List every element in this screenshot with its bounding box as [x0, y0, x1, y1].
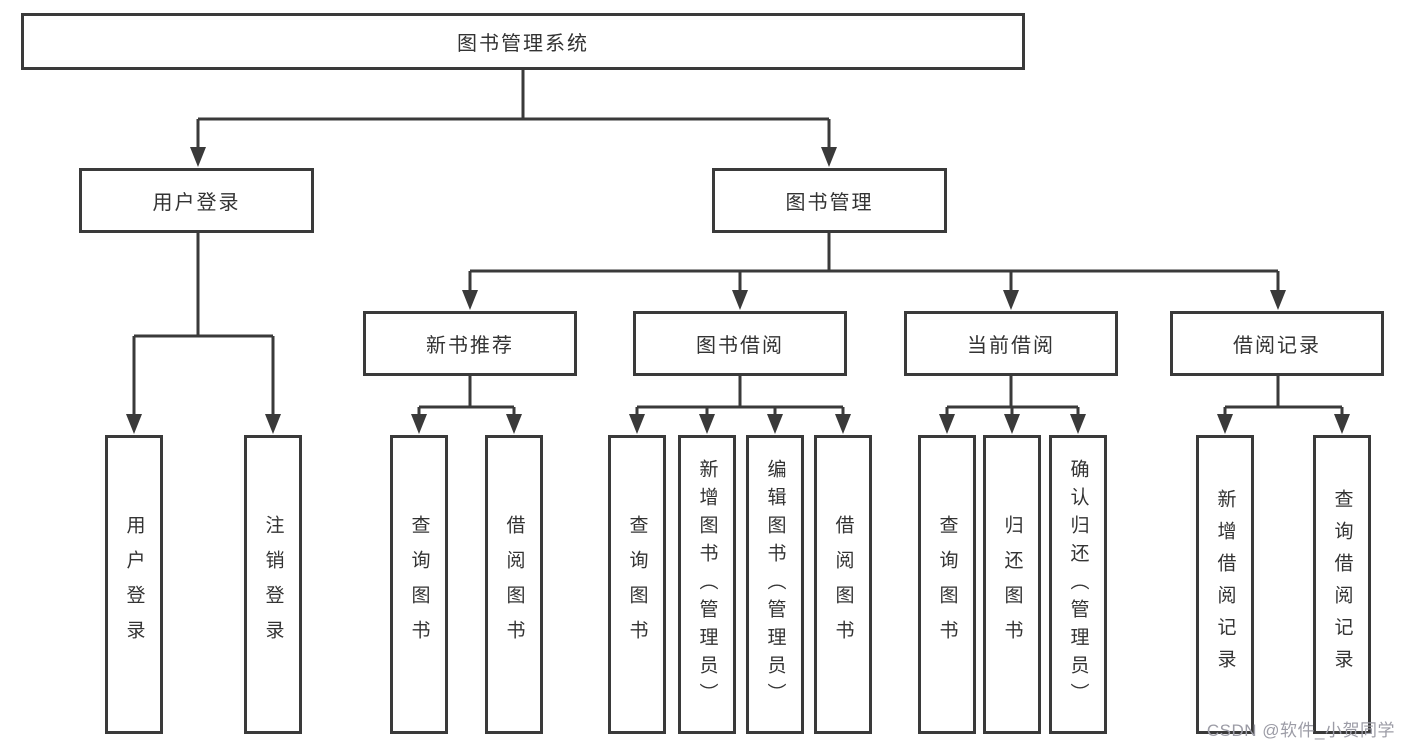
leaf-edit-books-admin: 编辑图书（管理员） — [746, 435, 804, 734]
leaf-label: 借阅图书 — [503, 514, 525, 655]
leaf-label: 归还图书 — [1001, 514, 1023, 655]
leaf-return-books: 归还图书 — [983, 435, 1041, 734]
leaf-confirm-return-admin: 确认归还（管理员） — [1049, 435, 1107, 734]
leaf-label: 编辑图书（管理员） — [764, 458, 786, 711]
node-label: 用户登录 — [152, 192, 241, 214]
leaf-query-books-borrowing: 查询图书 — [608, 435, 666, 734]
node-current-borrowing: 当前借阅 — [904, 311, 1118, 376]
leaf-borrow-books-recommend: 借阅图书 — [485, 435, 543, 734]
leaf-user-login: 用户登录 — [105, 435, 163, 734]
leaf-label: 用户登录 — [123, 514, 145, 655]
csdn-watermark: CSDN @软件_小贺同学 — [1206, 721, 1395, 740]
leaf-add-borrow-record: 新增借阅记录 — [1196, 435, 1254, 734]
node-label: 图书管理系统 — [457, 33, 589, 55]
node-label: 图书借阅 — [696, 335, 784, 357]
leaf-query-books-current: 查询图书 — [918, 435, 976, 734]
node-borrowing-records: 借阅记录 — [1170, 311, 1384, 376]
node-book-management: 图书管理 — [712, 168, 947, 233]
node-label: 借阅记录 — [1233, 335, 1321, 357]
node-library-management-system: 图书管理系统 — [21, 13, 1025, 70]
node-user-login: 用户登录 — [79, 168, 314, 233]
leaf-label: 新增借阅记录 — [1214, 488, 1236, 681]
leaf-label: 新增图书（管理员） — [696, 458, 718, 711]
node-label: 图书管理 — [785, 192, 874, 214]
leaf-label: 查询图书 — [626, 514, 648, 655]
leaf-label: 查询图书 — [408, 514, 430, 655]
leaf-add-books-admin: 新增图书（管理员） — [678, 435, 736, 734]
node-label: 新书推荐 — [426, 335, 514, 357]
leaf-label: 查询借阅记录 — [1331, 488, 1353, 681]
leaf-borrow-books: 借阅图书 — [814, 435, 872, 734]
node-new-book-recommendation: 新书推荐 — [363, 311, 577, 376]
leaf-logout: 注销登录 — [244, 435, 302, 734]
leaf-label: 确认归还（管理员） — [1067, 458, 1089, 711]
node-label: 当前借阅 — [967, 335, 1055, 357]
node-book-borrowing: 图书借阅 — [633, 311, 847, 376]
leaf-query-books-recommend: 查询图书 — [390, 435, 448, 734]
leaf-label: 借阅图书 — [832, 514, 854, 655]
leaf-query-borrow-record: 查询借阅记录 — [1313, 435, 1371, 734]
leaf-label: 注销登录 — [262, 514, 284, 655]
leaf-label: 查询图书 — [936, 514, 958, 655]
